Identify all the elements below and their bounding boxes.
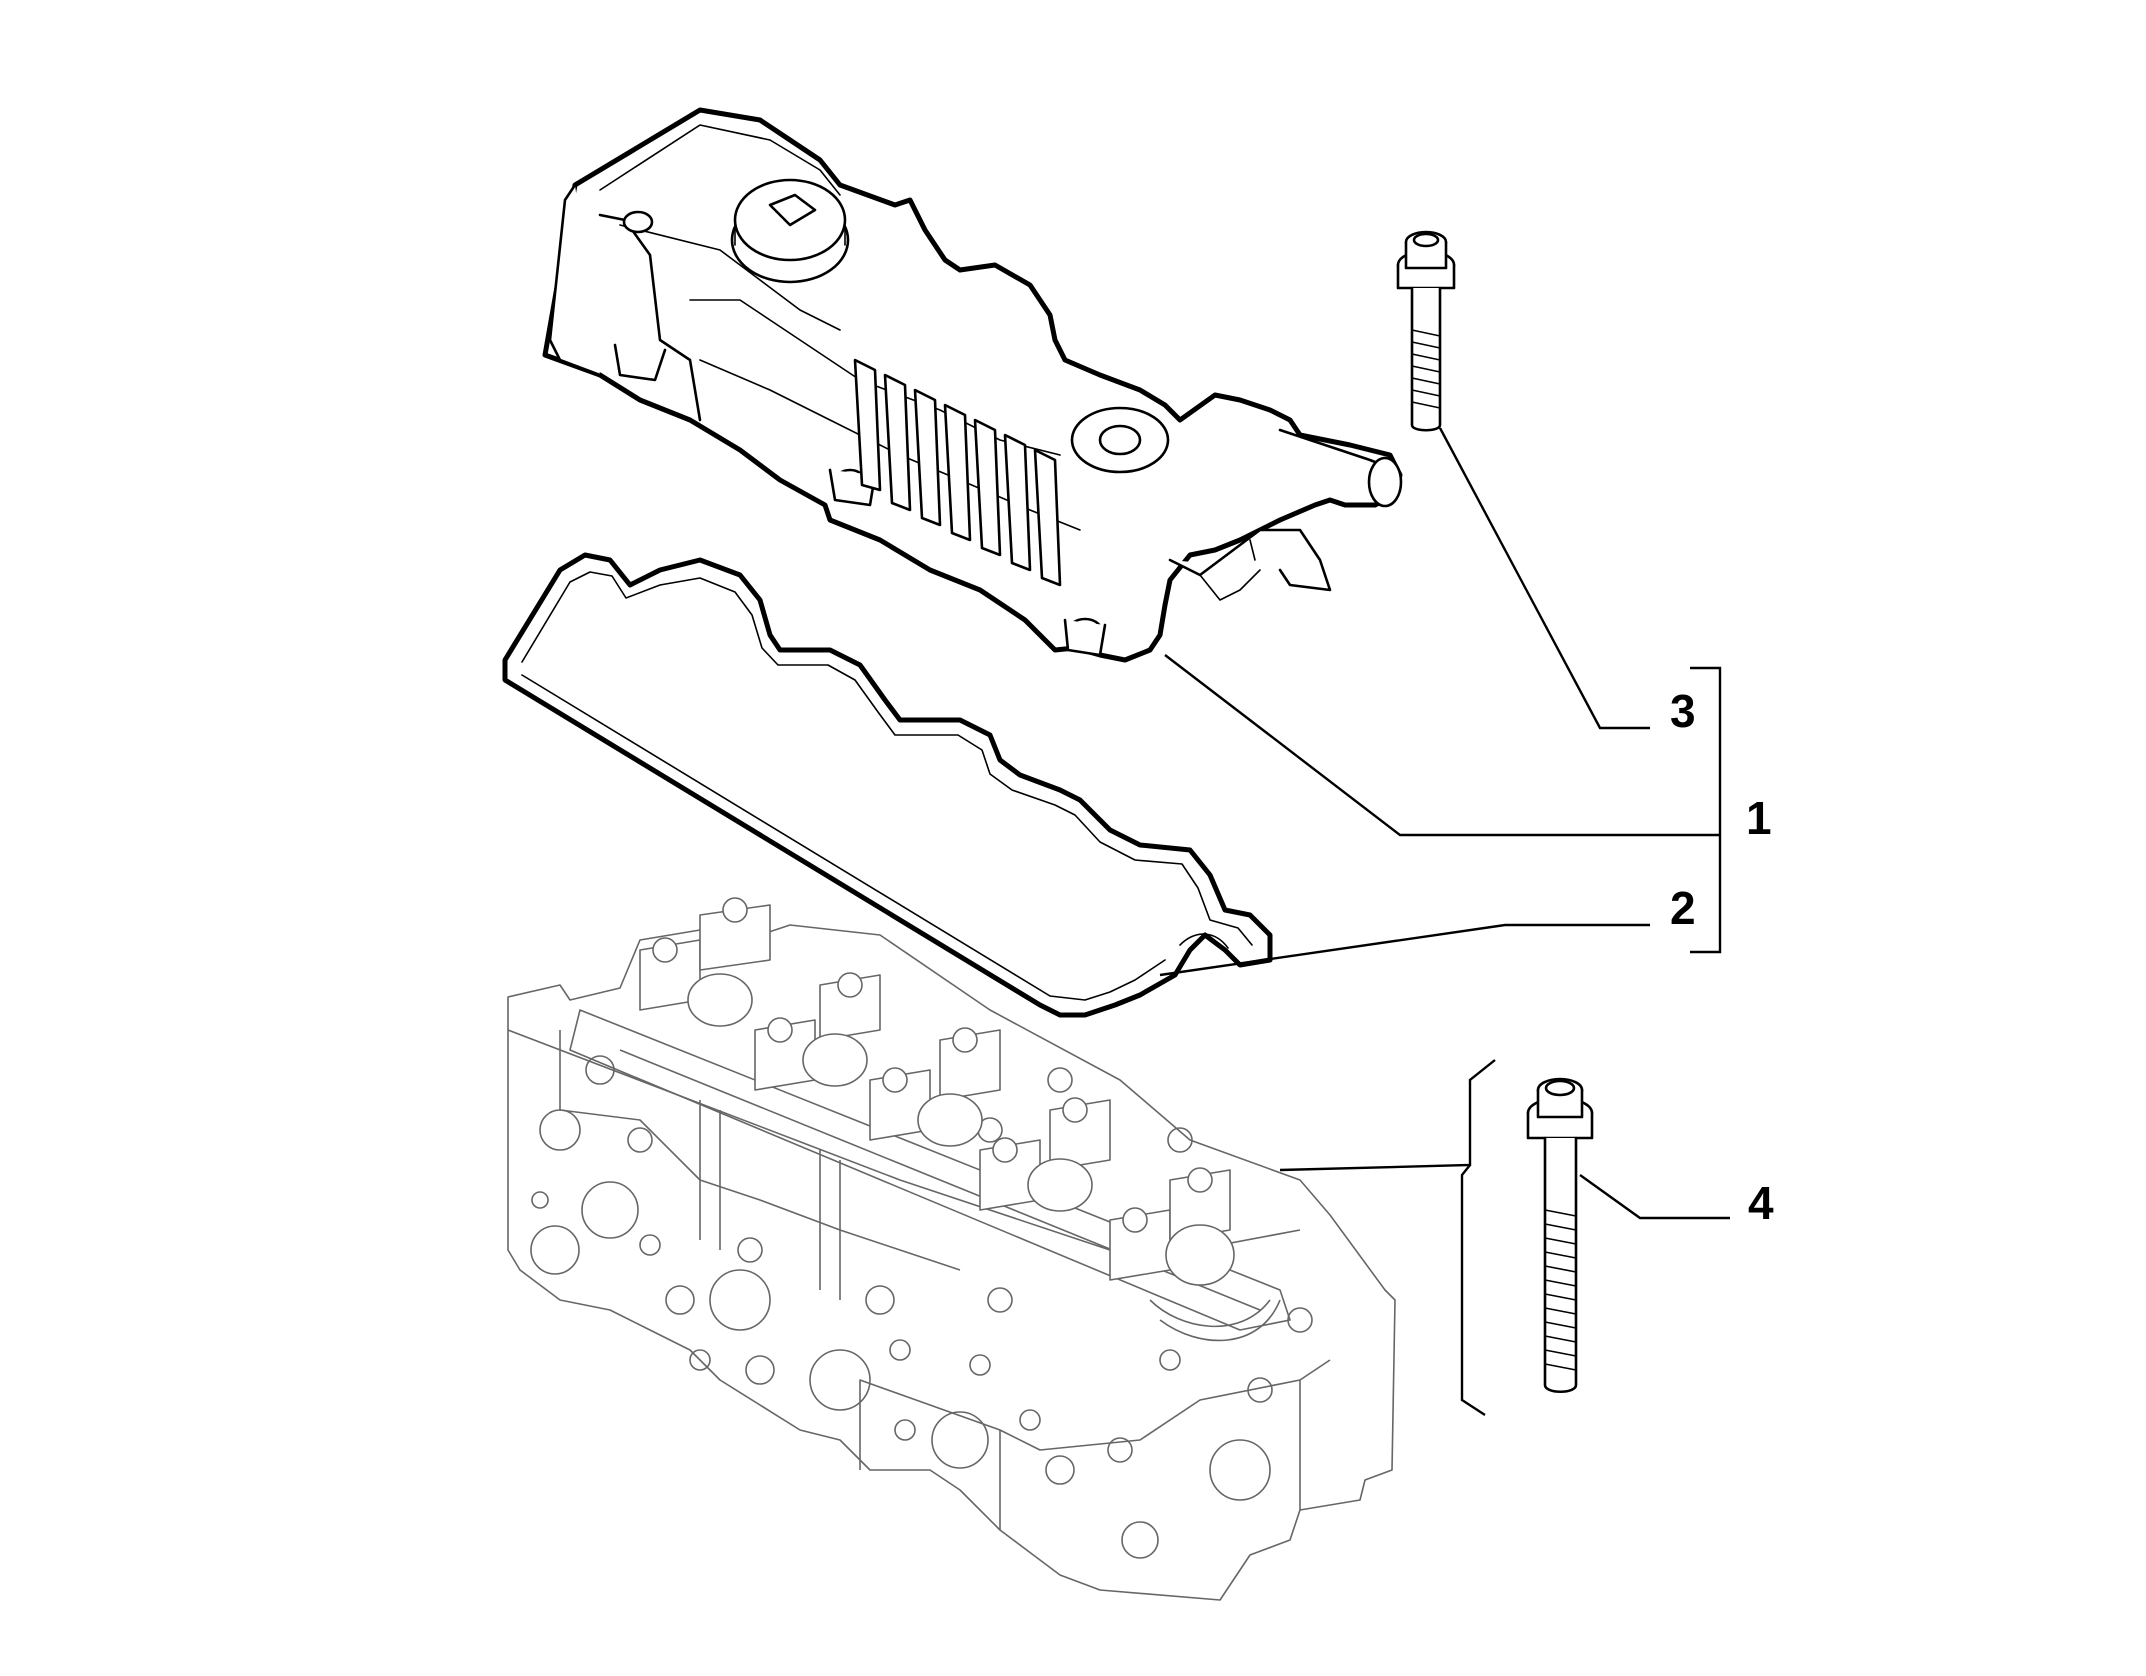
cylinder-head-block xyxy=(507,924,1396,1601)
leader-2 xyxy=(1159,923,1650,977)
leader-lines xyxy=(1159,427,1730,1417)
callout-labels: 3 1 2 4 xyxy=(1670,685,1774,1229)
oil-filler-cap xyxy=(730,178,850,284)
leader-4 xyxy=(1579,1174,1730,1220)
cover-bolt xyxy=(1396,230,1456,432)
group-bracket xyxy=(1690,666,1722,954)
camshaft xyxy=(687,973,1281,1342)
cap-bolts xyxy=(652,897,1213,1233)
leader-1 xyxy=(1164,654,1720,837)
cover-gasket xyxy=(502,552,1273,1018)
cylinder-head xyxy=(507,897,1396,1601)
cylinder-head-cover xyxy=(542,107,1403,663)
head-bracket xyxy=(1279,1059,1496,1172)
callout-2: 2 xyxy=(1670,882,1696,934)
callout-3: 3 xyxy=(1670,685,1696,737)
leader-3 xyxy=(1438,427,1650,730)
cylinder-head-bolt xyxy=(1526,1077,1594,1394)
mounting-holes xyxy=(613,210,1107,657)
gasket-outline xyxy=(502,552,1273,1018)
cooling-fins xyxy=(853,358,1062,587)
callout-1: 1 xyxy=(1746,792,1772,844)
port-holes xyxy=(530,1055,1313,1559)
callout-4: 4 xyxy=(1748,1177,1774,1229)
breather-port xyxy=(1070,406,1403,508)
